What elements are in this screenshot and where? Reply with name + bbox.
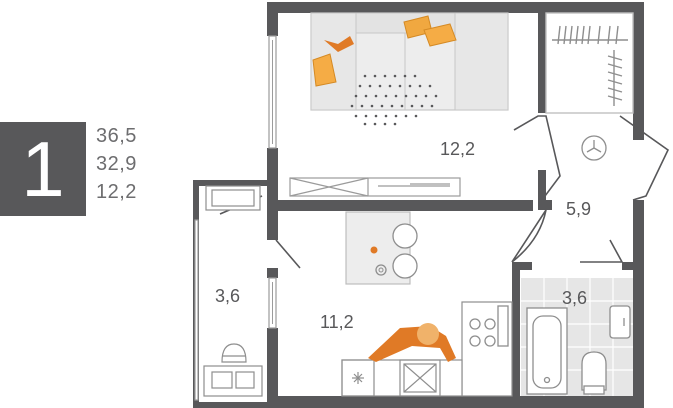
area-summary: 36,5 32,9 12,2	[96, 122, 176, 206]
doors	[219, 115, 670, 269]
toilet	[581, 351, 607, 395]
balcony-desk	[203, 365, 263, 397]
kitchen-counter	[341, 301, 513, 397]
balcony-chair	[221, 343, 247, 363]
stovetop	[469, 318, 496, 347]
dotted-rug	[350, 74, 438, 126]
hall-wardrobe	[545, 12, 634, 114]
kitchen-area: 11,2	[320, 312, 354, 332]
table-items	[370, 246, 387, 276]
fridge	[341, 359, 375, 397]
oven	[399, 359, 441, 397]
kitchen-door	[511, 209, 547, 263]
balcony-cabinet	[205, 185, 261, 211]
tv-cabinet	[289, 177, 461, 197]
vent-icon	[581, 135, 607, 161]
room-area: 12,2	[96, 181, 137, 203]
bathtub	[526, 307, 568, 395]
bath-door	[580, 239, 624, 263]
bathroom-area: 3,6	[562, 288, 587, 308]
washbasin	[609, 305, 631, 339]
hallway-area: 5,9	[566, 199, 591, 219]
total-area: 36,5	[96, 125, 137, 147]
balcony-door	[275, 239, 301, 269]
hall-door-left	[513, 115, 561, 201]
bar-stools	[392, 223, 418, 279]
pillows	[312, 15, 457, 87]
bedroom-area: 12,2	[440, 139, 475, 159]
room-count: 1	[21, 125, 65, 213]
living-area: 32,9	[96, 153, 137, 175]
hall-door-right	[619, 115, 670, 201]
sink	[497, 305, 509, 347]
person	[368, 323, 456, 362]
room-count-badge: 1	[0, 122, 86, 216]
balcony-area: 3,6	[215, 286, 240, 306]
throw-blanket	[324, 36, 354, 52]
